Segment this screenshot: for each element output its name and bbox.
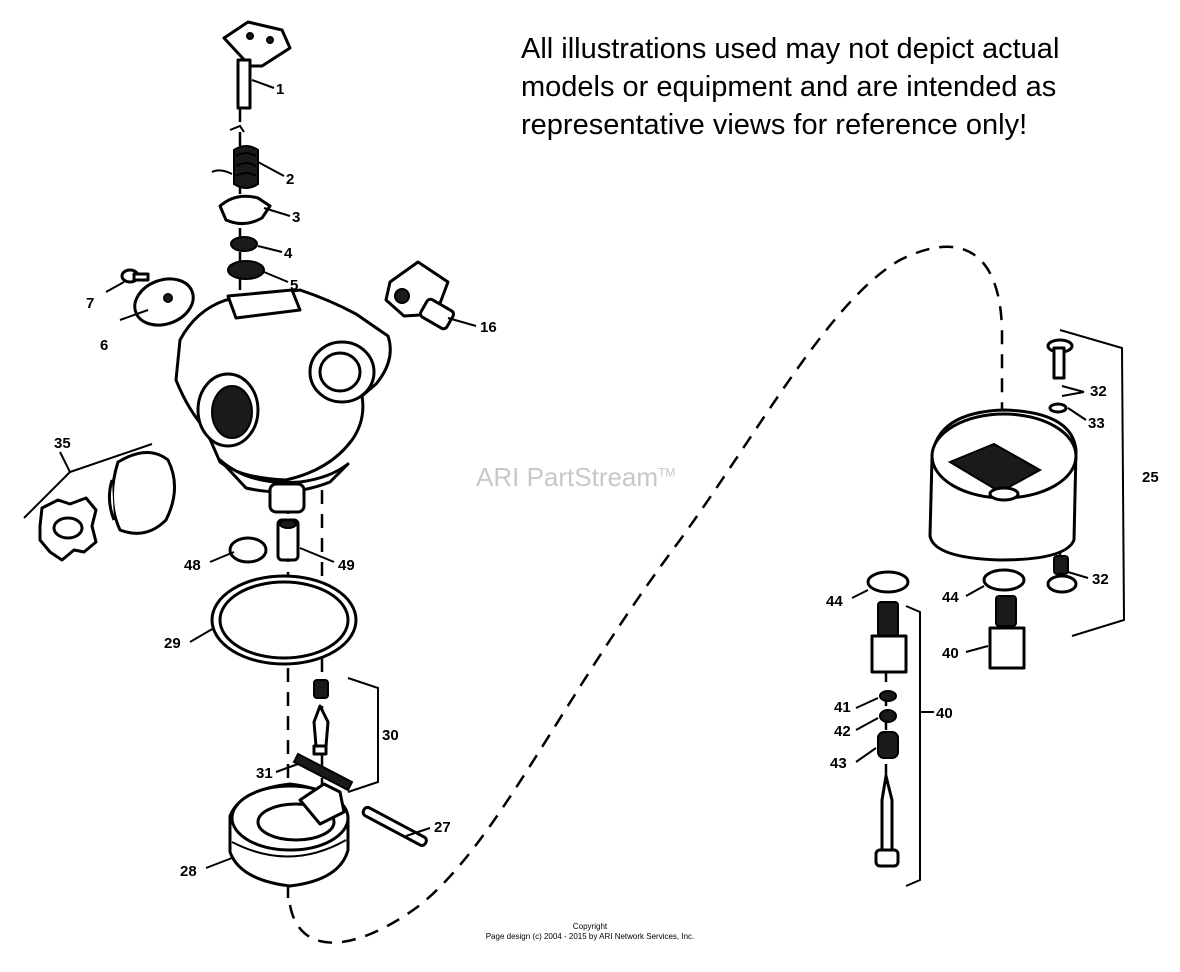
primer-bulb-part-35 [38, 451, 177, 562]
needle-seat-part-30 [312, 677, 379, 793]
disclaimer-line-2: models or equipment and are intended as [521, 71, 1057, 103]
callout-43: 43 [830, 755, 847, 772]
callout-6: 6 [100, 337, 108, 354]
jet-part-49 [276, 518, 300, 562]
float-part-28 [228, 782, 350, 888]
callout-49: 49 [338, 557, 355, 574]
seal-part-5 [227, 260, 265, 280]
callout-7: 7 [86, 295, 94, 312]
washer-part-4 [230, 236, 258, 252]
assembly-bracket-40 [905, 605, 921, 887]
callout-44-right: 44 [942, 589, 959, 606]
callout-31: 31 [256, 765, 273, 782]
plug-part-48 [228, 536, 268, 564]
callout-32-bottom: 32 [1092, 571, 1109, 588]
fuel-fitting-part-16 [384, 260, 456, 331]
o-ring-part-42 [879, 709, 897, 723]
callout-1: 1 [276, 81, 284, 98]
washer-part-33 [1048, 402, 1068, 414]
callout-48: 48 [184, 557, 201, 574]
throttle-shaft-part-1 [222, 20, 292, 110]
jet-nut-part-40-right [988, 595, 1026, 670]
callout-29: 29 [164, 635, 181, 652]
bowl-connector-dashed-line [288, 245, 1004, 944]
callout-5: 5 [290, 277, 298, 294]
copyright-line-2: Page design (c) 2004 - 2015 by ARI Netwo… [485, 932, 695, 941]
throttle-plate-part-6 [133, 277, 195, 327]
callout-27: 27 [434, 819, 451, 836]
float-bowl-part-25 [928, 329, 1126, 637]
jet-nut-part-40-left [870, 601, 908, 674]
watermark-tm: TM [658, 465, 676, 480]
clip-part-31 [292, 752, 354, 792]
callout-3: 3 [292, 209, 300, 226]
spring-part-43 [877, 731, 899, 759]
callout-41: 41 [834, 699, 851, 716]
hinge-pin-part-27 [361, 805, 428, 847]
mixture-needle-part-40 [874, 774, 900, 868]
carburetor-body [174, 288, 392, 514]
washer-part-44-left [866, 570, 910, 594]
washer-part-44-right [982, 568, 1026, 592]
callout-25: 25 [1142, 469, 1159, 486]
callout-42: 42 [834, 723, 851, 740]
callout-leaders [23, 79, 1089, 869]
watermark: ARI PartStreamTM [476, 462, 675, 493]
disclaimer-text: All illustrations used may not depict ac… [521, 30, 1161, 144]
gasket-ring-part-29 [210, 574, 358, 666]
o-ring-part-41 [879, 690, 897, 702]
copyright-notice: Copyright Page design (c) 2004 - 2015 by… [400, 922, 780, 942]
callout-32-top: 32 [1090, 383, 1107, 400]
callout-40-left: 40 [936, 705, 953, 722]
screw-part-7 [120, 268, 150, 284]
callout-16: 16 [480, 319, 497, 336]
callout-2: 2 [286, 171, 294, 188]
copyright-line-1: Copyright [572, 922, 608, 931]
watermark-text: ARI PartStream [476, 462, 659, 492]
callout-35: 35 [54, 435, 71, 452]
disclaimer-line-1: All illustrations used may not depict ac… [521, 33, 1060, 65]
bowl-screw-part-32-bottom [1046, 555, 1078, 594]
callout-33: 33 [1088, 415, 1105, 432]
bowl-screw-part-32-top [1046, 338, 1074, 380]
callout-4: 4 [284, 245, 293, 262]
callout-44-left: 44 [826, 593, 843, 610]
disclaimer-line-3: representative views for reference only! [521, 109, 1028, 141]
spring-part-2 [211, 124, 259, 189]
callout-30: 30 [382, 727, 399, 744]
lever-part-3 [218, 194, 272, 225]
callout-28: 28 [180, 863, 197, 880]
callout-40-right: 40 [942, 645, 959, 662]
